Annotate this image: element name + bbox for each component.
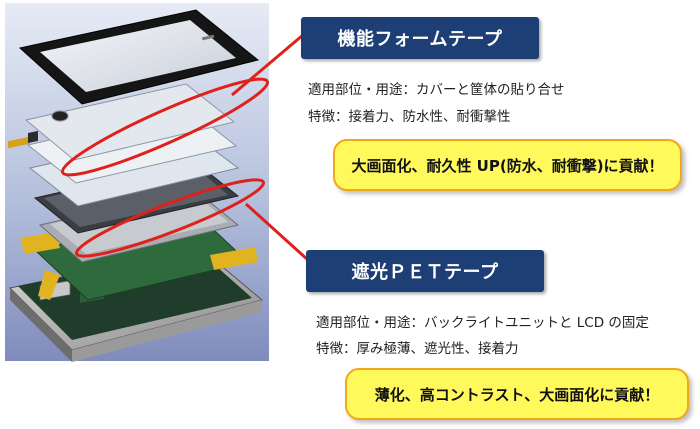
pet-tape-benefit-text: 薄化、高コントラスト、大画面化に貢献！ [375,384,659,405]
pet-tape-benefit-callout: 薄化、高コントラスト、大画面化に貢献！ [345,368,689,420]
exploded-device-illustration [0,0,290,380]
pet-tape-header: 遮光ＰＥＴテープ [306,250,544,292]
foam-tape-usage: 適用部位・用途：カバーと筐体の貼り合せ [308,78,565,98]
pet-tape-features: 特徴：厚み極薄、遮光性、接着力 [316,337,519,357]
foam-tape-benefit-text: 大画面化、耐久性 UP(防水、耐衝撃)に貢献！ [351,155,663,176]
foam-tape-header: 機能フォームテープ [301,17,539,59]
foam-tape-benefit-callout: 大画面化、耐久性 UP(防水、耐衝撃)に貢献！ [333,139,682,191]
pet-tape-usage: 適用部位・用途：バックライトユニットと LCD の固定 [316,311,649,331]
foam-tape-features: 特徴：接着力、防水性、耐衝撃性 [308,105,511,125]
